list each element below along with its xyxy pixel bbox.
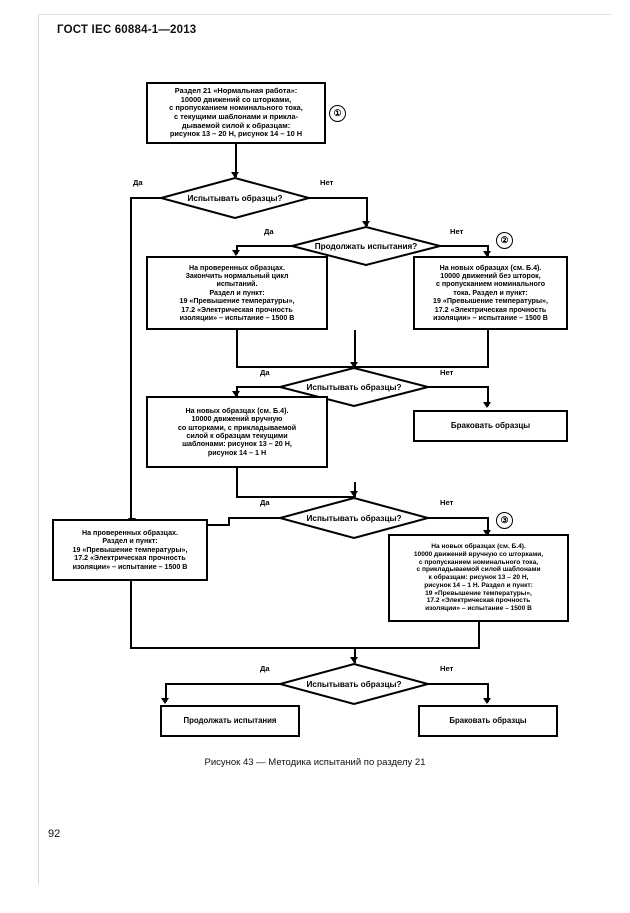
node-start-box: Раздел 21 «Нормальная работа»: 10000 дви…: [146, 82, 326, 144]
node-reject-1: Браковать образцы: [413, 410, 568, 442]
figure-caption: Рисунок 43 — Методика испытаний по разде…: [204, 757, 426, 768]
connector-d1-yes-h: [130, 197, 162, 199]
decision-1-yes-label: Да: [133, 178, 143, 187]
decision-4-no-label: Нет: [440, 498, 454, 507]
decision-5-no-label: Нет: [440, 664, 454, 673]
marker-one: ①: [329, 105, 346, 122]
connector-d5-in: [354, 647, 356, 663]
node-new-no-shutters-text: На новых образцах (см. Б.4). 10000 движе…: [433, 263, 548, 322]
connector-d5-yes-h: [165, 683, 281, 685]
node-checked-short: На проверенных образцах. Раздел и пункт:…: [52, 519, 208, 581]
connector-start-to-d1: [235, 144, 237, 177]
decision-4-yes-label: Да: [260, 498, 270, 507]
arrowhead-to-d3: [350, 362, 358, 368]
connector-d3-in: [354, 330, 356, 366]
node-new-manual-shutters-text: На новых образцах (см. Б.4). 10000 движе…: [177, 405, 297, 457]
decision-2-no-label: Нет: [450, 227, 464, 236]
node-new-manual-current: На новых образцах (см. Б.4). 10000 движе…: [388, 534, 569, 622]
node-reject-2-text: Браковать образцы: [449, 716, 527, 726]
marker-two: ②: [496, 232, 513, 249]
connector-d4-in: [354, 482, 356, 497]
decision-3-no-label: Нет: [440, 368, 454, 377]
arrowhead-d3-no: [483, 402, 491, 408]
connector-d4-no-h: [427, 517, 489, 519]
connector-d2-no-h: [439, 245, 489, 247]
connector-d5-no-v: [487, 683, 489, 702]
arrowhead-d5-no: [483, 698, 491, 704]
connector-d2-yes-h: [236, 245, 293, 247]
connector-d1-no-h: [308, 197, 368, 199]
node-checked-short-text: На проверенных образцах. Раздел и пункт:…: [72, 529, 188, 571]
connector-d3-no-h: [427, 386, 489, 388]
connector-b11-down: [478, 622, 480, 647]
arrowhead-d2-yes: [232, 250, 240, 256]
decision-1-no-label: Нет: [320, 178, 334, 187]
connector-d4-yes-h: [228, 517, 281, 519]
decision-2-yes-label: Да: [264, 227, 274, 236]
page-edge-top: [38, 14, 612, 15]
connector-b10-right: [130, 647, 355, 649]
arrowhead-start-to-d1: [231, 172, 239, 178]
connector-d5-yes-v: [165, 683, 167, 702]
decision-3-yes-label: Да: [260, 368, 270, 377]
marker-three: ③: [496, 512, 513, 529]
node-continue-tests-text: Продолжать испытания: [183, 716, 277, 726]
arrowhead-d4-no: [483, 530, 491, 536]
connector-lb-to-d3: [236, 330, 238, 368]
connector-d1-yes-v: [130, 197, 132, 526]
connector-d2-yes-v: [236, 245, 238, 254]
connector-rb-to-d3: [487, 330, 489, 366]
node-new-manual-shutters: На новых образцах (см. Б.4). 10000 движе…: [146, 396, 328, 468]
connector-d4-no-v: [487, 517, 489, 534]
decision-1-shape: [160, 177, 310, 219]
connector-d1-no-v: [366, 197, 368, 226]
decision-2-shape: [291, 226, 441, 266]
node-new-manual-current-text: На новых образцах (см. Б.4). 10000 движе…: [413, 543, 544, 613]
decision-5-yes-label: Да: [260, 664, 270, 673]
node-decision-1: Испытывать образцы?: [160, 177, 310, 219]
connector-b7-down: [236, 468, 238, 498]
arrowhead-to-d5: [350, 657, 358, 663]
connector-d5-no-h: [427, 683, 489, 685]
connector-b7-h: [236, 496, 354, 498]
connector-b10-down: [130, 581, 132, 649]
node-start-box-text: Раздел 21 «Нормальная работа»: 10000 дви…: [169, 85, 303, 139]
node-decision-5: Испытывать образцы?: [279, 663, 429, 705]
connector-d2-no-v: [487, 245, 489, 256]
arrowhead-d3-yes: [232, 391, 240, 397]
node-decision-4: Испытывать образцы?: [279, 497, 429, 539]
connector-d4-yes-v: [228, 517, 230, 526]
node-reject-2: Браковать образцы: [418, 705, 558, 737]
node-reject-1-text: Браковать образцы: [450, 421, 531, 431]
node-checked-full-cycle: На проверенных образцах. Закончить норма…: [146, 256, 328, 330]
arrowhead-d1-no: [362, 221, 370, 227]
arrowhead-d5-yes: [161, 698, 169, 704]
connector-b11-left: [354, 647, 480, 649]
connector-lb-to-d3-h: [236, 366, 356, 368]
page-number: 92: [48, 828, 61, 840]
node-new-no-shutters: На новых образцах (см. Б.4). 10000 движе…: [413, 256, 568, 330]
connector-d3-no-v: [487, 386, 489, 406]
page-header: ГОСТ IEC 60884-1—2013: [57, 24, 197, 36]
node-continue-tests: Продолжать испытания: [160, 705, 300, 737]
page-edge-left: [38, 14, 39, 884]
arrowhead-to-d4: [350, 491, 358, 497]
arrowhead-d2-no: [483, 251, 491, 257]
connector-d3-yes-h: [236, 386, 281, 388]
connector-rb-to-d3-h: [354, 366, 489, 368]
node-checked-full-cycle-text: На проверенных образцах. Закончить норма…: [179, 263, 295, 322]
decision-4-shape: [279, 497, 429, 539]
decision-5-shape: [279, 663, 429, 705]
